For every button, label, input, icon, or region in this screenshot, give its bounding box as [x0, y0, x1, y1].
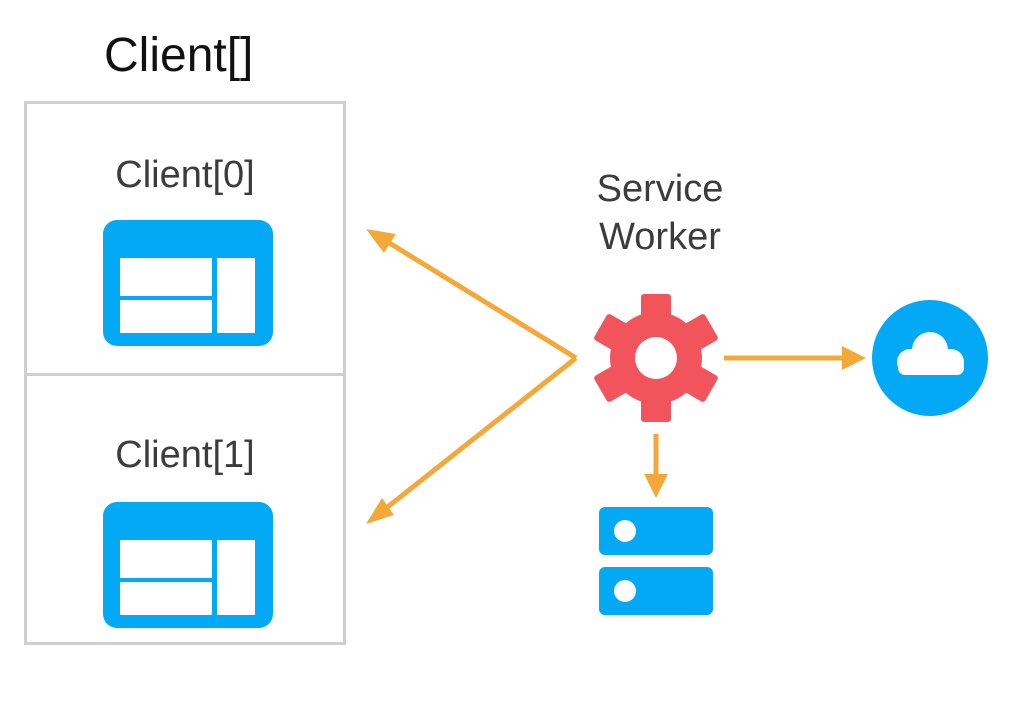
arrow-to-client-1	[366, 356, 578, 524]
arrow-to-storage	[644, 434, 668, 498]
client-0-label: Client[0]	[115, 154, 255, 196]
cloud-icon	[872, 300, 988, 416]
gear-icon	[594, 294, 718, 422]
client-1: Client[1]	[27, 373, 343, 642]
clients-container: Client[0] Client[1]	[24, 101, 346, 645]
service-worker-label-line2: Worker	[599, 216, 721, 258]
arrow-to-network	[724, 346, 866, 370]
service-worker-label-line1: Service	[596, 168, 724, 210]
database-icon	[599, 507, 713, 615]
arrow-to-client-0	[366, 229, 578, 361]
diagram-title: Client[]	[104, 29, 254, 82]
client-1-label: Client[1]	[115, 434, 255, 476]
browser-window-icon	[103, 220, 273, 346]
service-worker-label: Service Worker	[560, 165, 760, 261]
client-0: Client[0]	[27, 104, 343, 373]
browser-window-icon	[103, 502, 273, 628]
